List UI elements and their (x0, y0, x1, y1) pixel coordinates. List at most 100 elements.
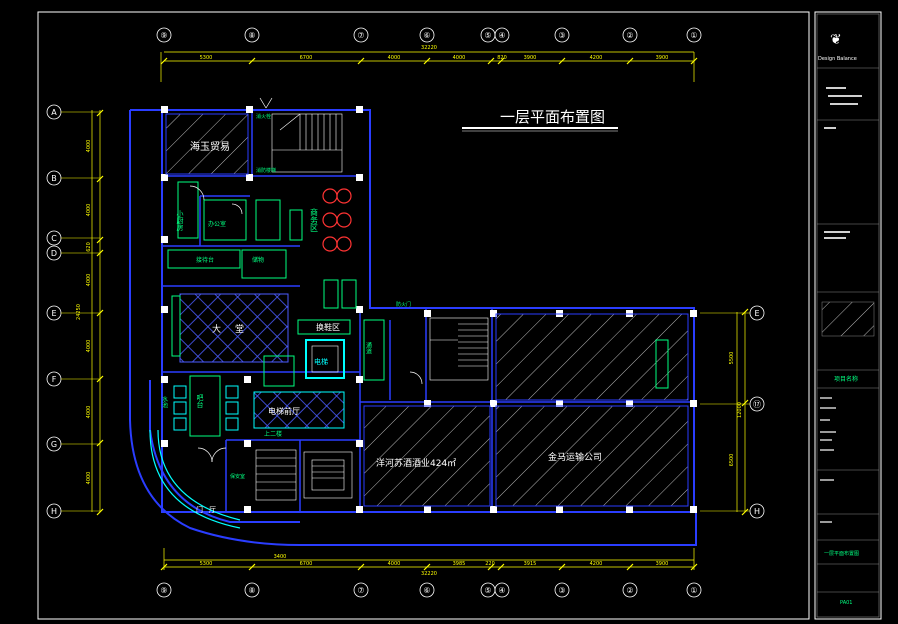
col-axis-5-top: ⑤ (484, 31, 491, 40)
door-swings (189, 97, 423, 463)
room-tea-bar: 吧台 (196, 394, 204, 409)
bottom-dimension-text: 3400 5300 6700 4000 3985 220 3915 4200 3… (200, 554, 669, 577)
top-dimension-text: 32220 5300 6700 4000 4000 820 3900 4200 … (200, 45, 669, 61)
dimension-ticks (96, 57, 749, 571)
jade-trading-space (165, 113, 249, 175)
building-walls (129, 109, 697, 546)
col-axis-7-bottom: ⑦ (357, 586, 364, 595)
bottom-dim-6: 3915 (524, 561, 537, 567)
title-block: ❦ Design Balance (814, 11, 882, 620)
room-fire-hydrant: 消火栓 (256, 113, 271, 120)
right-dimension-text: 5500 6500 12000 (729, 352, 743, 467)
room-small-kitchen: 小厨房 (176, 209, 184, 232)
col-axis-1-bottom: ① (690, 586, 697, 595)
right-axis-e: E (754, 309, 759, 318)
left-overall-dim: 24250 (76, 304, 82, 320)
main-stair (271, 113, 343, 173)
left-dimension-text: 24250 4000 4000 620 4000 4000 4000 4000 (76, 140, 92, 485)
room-stair-up: 上二楼 (264, 430, 282, 438)
col-axis-6-bottom: ⑥ (423, 586, 430, 595)
top-dim-7: 4200 (590, 55, 603, 61)
drawing-frame (37, 11, 810, 620)
company-name: Design Balance (818, 56, 857, 62)
col-axis-8-bottom: ⑧ (248, 586, 255, 595)
curved-entrance-inner (157, 429, 241, 521)
row-axis-a: A (51, 108, 57, 117)
axis-leaders (61, 111, 750, 512)
room-elevator-hall: 电梯前厅 (268, 406, 300, 416)
bottom-dim-2: 6700 (300, 561, 313, 567)
col-axis-5-bottom: ⑤ (484, 586, 491, 595)
col-axis-4-bottom: ④ (498, 586, 505, 595)
drawing-title: 一层平面布置图 (500, 108, 605, 126)
room-jade-trading: 海玉贸易 (190, 140, 230, 153)
right-dim-2: 6500 (729, 454, 735, 467)
room-shoe-change: 换鞋区 (316, 322, 340, 332)
left-dim-4: 4000 (86, 274, 92, 287)
room-corridor: 通道 (365, 341, 372, 355)
top-overall-dim: 32220 (421, 45, 437, 51)
top-dim-1: 5300 (200, 55, 213, 61)
row-axis-f: F (52, 375, 57, 384)
lobby-floor (179, 293, 289, 363)
left-dim-5: 4000 (86, 340, 92, 353)
room-business-area: 商务区 (310, 207, 319, 232)
room-wine-office: 洋河苏酒酒业424㎡ (376, 457, 456, 469)
room-lobby: 门厅 (196, 505, 222, 514)
room-reception: 接待台 (196, 256, 214, 264)
bottom-overall-dim: 32220 (421, 571, 437, 577)
row-axis-b: B (51, 174, 57, 183)
bottom-dim-8: 3900 (656, 561, 669, 567)
top-dim-6: 3900 (524, 55, 537, 61)
col-axis-9-bottom: ⑨ (160, 586, 167, 595)
col-axis-9-top: ⑨ (160, 31, 167, 40)
project-name: 项目名称 (834, 375, 858, 383)
col-axis-7-top: ⑦ (357, 31, 364, 40)
right-axis-mid: ⑰ (753, 400, 761, 409)
room-elevator: 电梯 (314, 357, 328, 366)
bottom-dim-7: 4200 (590, 561, 603, 567)
col-axis-6-top: ⑥ (423, 31, 430, 40)
col-axis-1-top: ① (690, 31, 697, 40)
room-door-sign: 防火门 (396, 301, 411, 308)
transport-office-space (495, 405, 689, 507)
east-wing-space (495, 313, 689, 401)
room-hall: 大堂 (212, 323, 258, 335)
room-office: 办公室 (208, 220, 226, 228)
row-axis-c: C (51, 234, 57, 243)
bottom-dim-4: 3985 (453, 561, 466, 567)
bottom-dim-5: 220 (485, 561, 495, 567)
axis-labels: ⑨ ⑧ ⑦ ⑥ ⑤ ④ ③ ② ① ⑨ ⑧ ⑦ ⑥ ⑤ ④ ③ ② ① A B … (51, 31, 761, 595)
row-axis-g: G (51, 440, 57, 449)
left-dim-6: 4000 (86, 406, 92, 419)
row-axis-e: E (51, 309, 56, 318)
bottom-dim-1: 5300 (200, 561, 213, 567)
room-water: 水池 (161, 395, 168, 408)
bottom-dim-3: 4000 (388, 561, 401, 567)
right-axis-h: H (754, 507, 760, 516)
col-axis-3-top: ③ (558, 31, 565, 40)
left-dim-7: 4000 (86, 472, 92, 485)
bottom-extra-dim: 3400 (274, 554, 287, 560)
row-axis-d: D (51, 249, 57, 258)
top-dim-5: 820 (497, 55, 507, 61)
curved-entrance-outer (149, 429, 241, 529)
room-security: 保安室 (230, 473, 245, 480)
sheet-title: 一层平面布置图 (824, 550, 859, 557)
room-storage: 储物 (252, 256, 264, 264)
furniture (167, 181, 669, 437)
sheet-number: PA01 (840, 600, 852, 606)
left-dim-3: 620 (86, 242, 92, 252)
fire-stair-core (303, 451, 353, 499)
room-fire-stair: 消防楼梯 (256, 167, 276, 174)
elevator-lobby (253, 391, 345, 429)
right-dim-1: 5500 (729, 352, 735, 365)
top-dim-8: 3900 (656, 55, 669, 61)
top-dim-3: 4000 (388, 55, 401, 61)
kitchen-stoves (173, 385, 239, 431)
col-axis-3-bottom: ③ (558, 586, 565, 595)
top-dim-4: 4000 (453, 55, 466, 61)
col-axis-2-bottom: ② (626, 586, 633, 595)
left-dim-2: 4000 (86, 204, 92, 217)
